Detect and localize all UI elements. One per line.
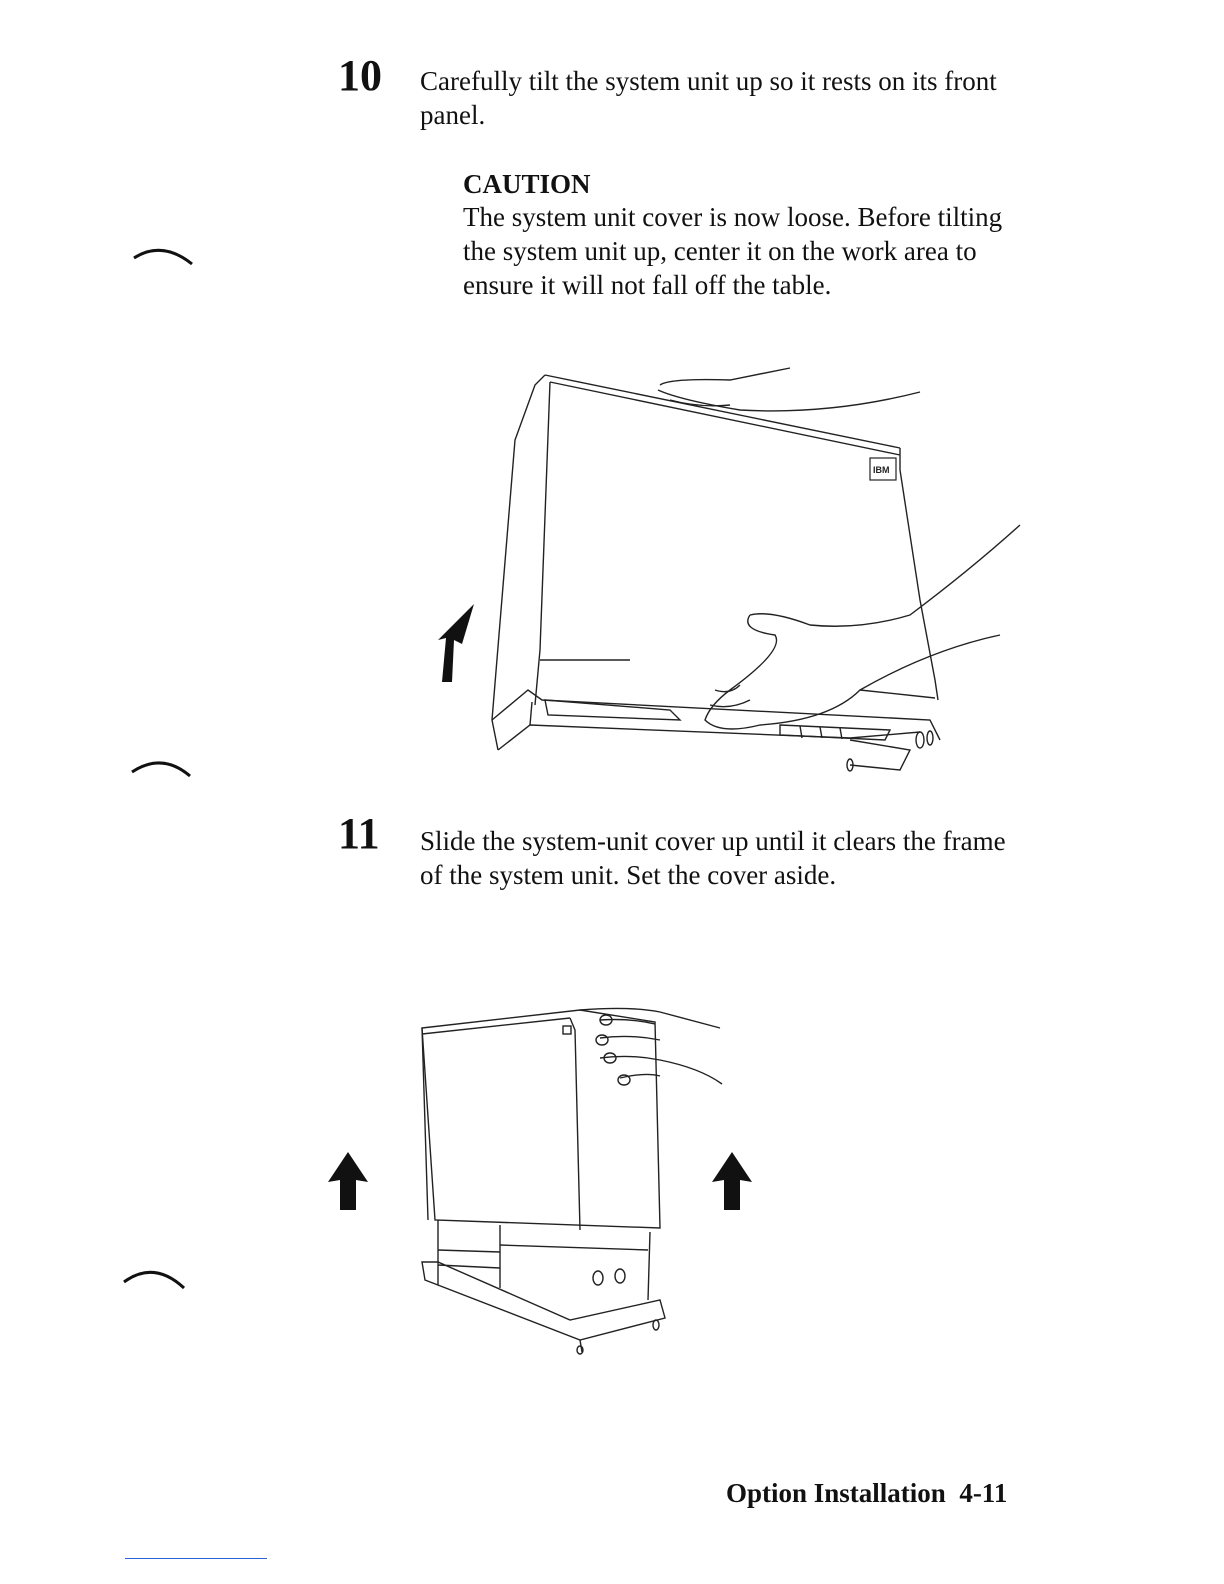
- step-number: 11: [338, 809, 380, 858]
- up-arrow-icon: [712, 1152, 752, 1210]
- up-arrow-icon: [328, 1152, 368, 1210]
- footer-page-number: 4-11: [959, 1478, 1008, 1508]
- tilt-system-unit-illustration: IBM: [491, 367, 1021, 772]
- footer-section: Option Installation: [726, 1478, 946, 1508]
- tilt-arrow-icon: [438, 604, 474, 682]
- caution-title: CAUTION: [463, 169, 591, 199]
- step-text: Slide the system-unit cover up until it …: [420, 826, 1006, 890]
- binder-ring-mark-icon: [133, 248, 193, 266]
- bottom-rule: [125, 1558, 267, 1559]
- slide-cover-illustration: [421, 1007, 723, 1355]
- step-text: Carefully tilt the system unit up so it …: [420, 66, 997, 130]
- step-number: 10: [338, 51, 382, 100]
- binder-ring-mark-icon: [131, 761, 191, 778]
- page-footer: Option Installation 4-11: [726, 1478, 1007, 1508]
- binder-ring-mark-icon: [123, 1270, 186, 1290]
- caution-text: The system unit cover is now loose. Befo…: [463, 202, 1003, 300]
- ibm-logo: IBM: [873, 465, 890, 475]
